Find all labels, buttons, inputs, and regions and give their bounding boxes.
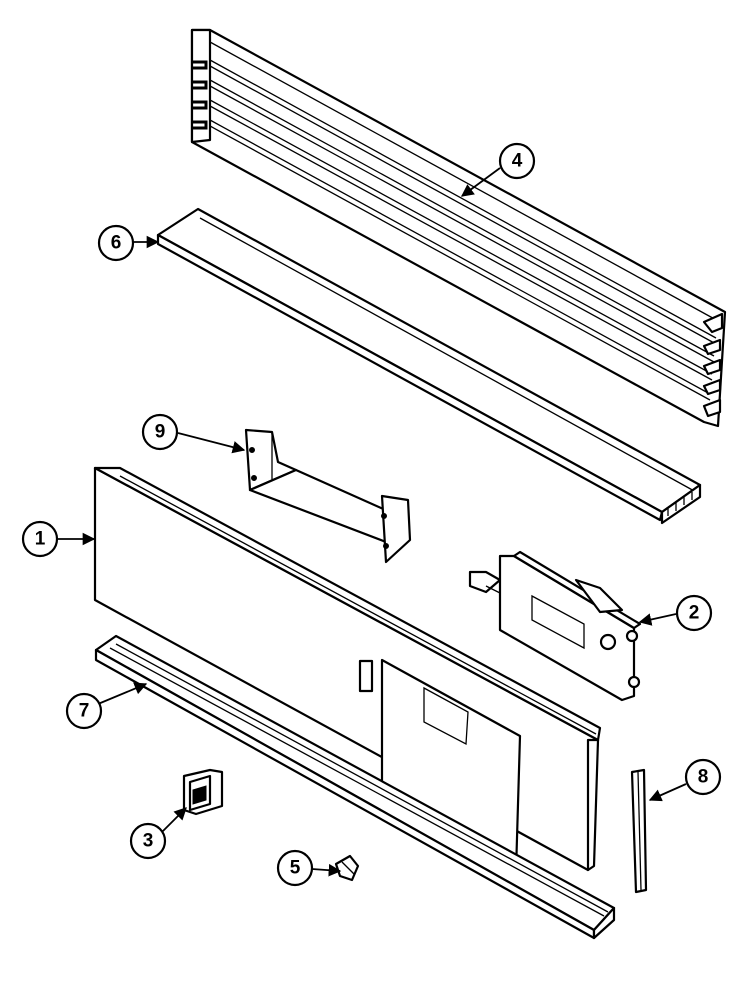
svg-text:6: 6	[111, 233, 122, 254]
callout-4: 4	[460, 142, 536, 197]
part-8-vertical-strip	[630, 768, 648, 894]
callout-1: 1	[21, 520, 96, 558]
svg-text:7: 7	[79, 701, 90, 722]
callout-7: 7	[65, 682, 148, 730]
svg-text:5: 5	[290, 858, 301, 879]
callout-2: 2	[638, 594, 713, 632]
callout-6: 6	[97, 224, 160, 262]
callout-3: 3	[129, 807, 187, 860]
callout-5: 5	[276, 849, 342, 887]
callout-8: 8	[648, 758, 722, 802]
svg-text:2: 2	[689, 603, 700, 624]
part-2-control-module	[468, 550, 642, 702]
svg-text:8: 8	[698, 767, 709, 788]
callout-9: 9	[141, 413, 246, 454]
part-3-switch	[182, 768, 224, 816]
part-7-bottom-strip	[94, 634, 616, 940]
svg-text:9: 9	[155, 422, 166, 443]
part-5-knob	[334, 854, 360, 882]
part-9-bracket	[244, 428, 412, 564]
svg-text:4: 4	[512, 151, 523, 172]
part-4-top-trim	[190, 28, 727, 428]
part-1-front-panel	[93, 466, 602, 874]
svg-text:3: 3	[143, 831, 154, 852]
svg-text:1: 1	[35, 529, 46, 550]
